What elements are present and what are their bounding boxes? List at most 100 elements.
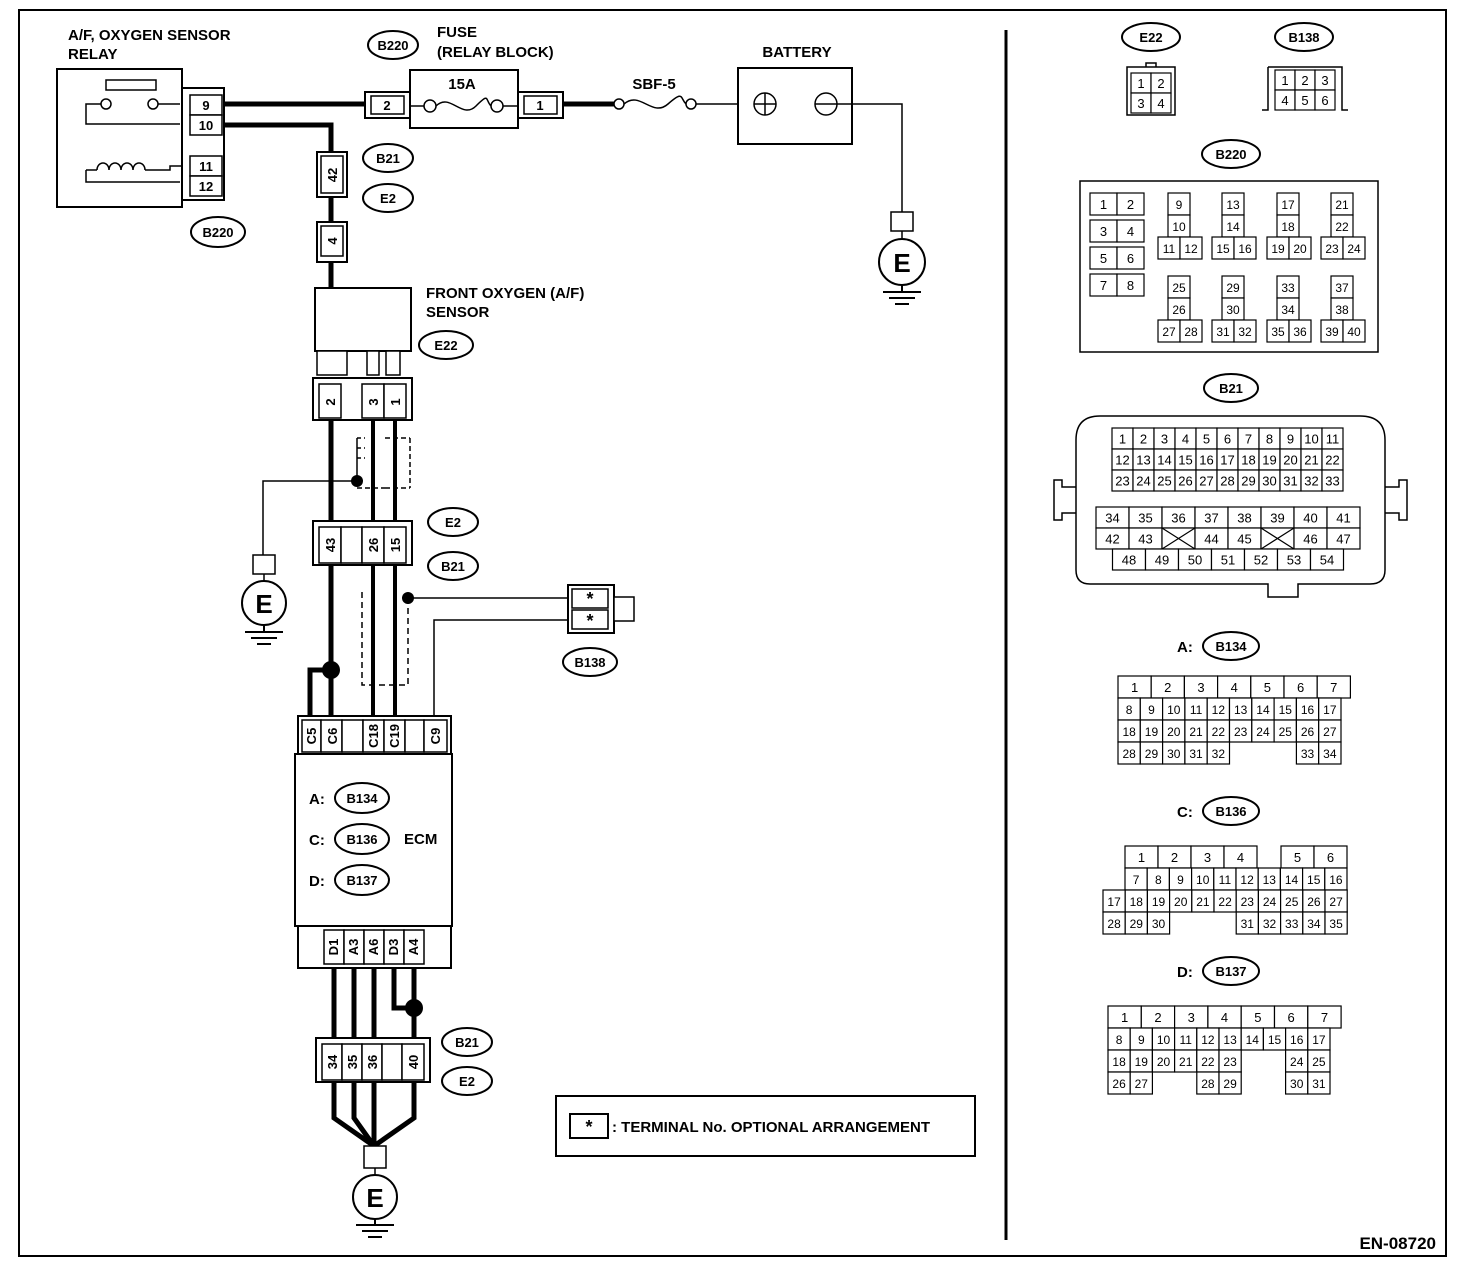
ground-pin: 40 — [406, 1055, 421, 1069]
b134-face-pin: 34 — [1318, 741, 1342, 765]
svg-text:15: 15 — [1268, 1033, 1282, 1047]
b134-face-pin: 28 — [1117, 741, 1141, 765]
b21-face-pin: 49 — [1144, 548, 1180, 571]
mid-pin: 15 — [388, 538, 403, 552]
b220-face-pin: 14 — [1221, 214, 1245, 238]
ground-label: E — [366, 1183, 383, 1213]
b220-face-pin: 25 — [1167, 275, 1191, 299]
b21-face-pin: 29 — [1237, 469, 1260, 492]
b21-face-pin: 39 — [1260, 506, 1295, 529]
b136-face-pin: 20 — [1168, 889, 1193, 913]
b21-face-pin: 33 — [1321, 469, 1344, 492]
b21-face-pin: 13 — [1132, 448, 1155, 471]
b136-face-pin: 27 — [1324, 889, 1348, 913]
b21-face-pin: 45 — [1227, 527, 1262, 550]
svg-text:32: 32 — [1263, 917, 1277, 931]
svg-text:13: 13 — [1136, 453, 1150, 468]
ecm-prefix-a: A: — [309, 791, 325, 808]
svg-text:28: 28 — [1201, 1077, 1215, 1091]
b134-face-pin: 5 — [1250, 675, 1285, 699]
b134-face-pin: 10 — [1161, 697, 1186, 721]
svg-text:20: 20 — [1167, 725, 1181, 739]
b134-face-pin: 1 — [1117, 675, 1152, 699]
svg-text:20: 20 — [1157, 1055, 1171, 1069]
svg-text:3: 3 — [1197, 680, 1204, 695]
svg-text:19: 19 — [1135, 1055, 1149, 1069]
fuse-rating: 15A — [448, 76, 476, 93]
b220-face-pin: 7 — [1089, 273, 1118, 297]
b136-face-pin: 34 — [1302, 911, 1326, 935]
ecm-top-pin: C6 — [325, 728, 340, 745]
b220-face-pin: 32 — [1233, 319, 1257, 343]
b21-face-pin: 2 — [1132, 427, 1155, 450]
svg-text:15: 15 — [1307, 873, 1321, 887]
battery-group: BATTERY — [737, 44, 903, 212]
b136-face-pin: 2 — [1157, 845, 1192, 869]
b220-face-pin: 13 — [1221, 192, 1245, 216]
svg-text:28: 28 — [1122, 747, 1136, 761]
b21-face-pin: 30 — [1258, 469, 1281, 492]
b134-face-pin: 21 — [1184, 719, 1208, 743]
joint-pin-42: 42 — [325, 168, 340, 182]
b134-face-pin: 16 — [1295, 697, 1320, 721]
legend-text: : TERMINAL No. OPTIONAL ARRANGEMENT — [612, 1119, 930, 1136]
b136-face-pin: 30 — [1146, 911, 1171, 935]
svg-text:11: 11 — [1219, 873, 1232, 887]
b220-face-pin: 27 — [1157, 319, 1181, 343]
b21-face-pin: 32 — [1300, 469, 1323, 492]
svg-text:7: 7 — [1133, 873, 1140, 887]
svg-text:54: 54 — [1320, 553, 1334, 568]
b220-face-pin: 16 — [1233, 236, 1257, 260]
svg-text:22: 22 — [1335, 220, 1349, 234]
svg-text:24: 24 — [1136, 474, 1150, 489]
b137-face-pin: 1 — [1107, 1005, 1142, 1029]
svg-text:12: 12 — [1115, 453, 1129, 468]
relay-label-line1: A/F, OXYGEN SENSOR — [68, 27, 231, 44]
svg-text:38: 38 — [1237, 511, 1251, 526]
svg-text:23: 23 — [1241, 895, 1255, 909]
svg-text:4: 4 — [1237, 850, 1244, 865]
svg-text:B137: B137 — [1215, 964, 1246, 979]
sensor-box — [314, 287, 412, 352]
svg-text:35: 35 — [1271, 325, 1285, 339]
b21-face-pin: 20 — [1279, 448, 1302, 471]
b220-face-pin: 20 — [1288, 236, 1312, 260]
b220-face-pin: 39 — [1320, 319, 1344, 343]
ecm-bottom-pin: D1 — [326, 939, 341, 956]
svg-text:21: 21 — [1189, 725, 1203, 739]
b220-face-pin: 6 — [1116, 246, 1145, 270]
svg-text:4: 4 — [1221, 1010, 1228, 1025]
svg-text:34: 34 — [1105, 511, 1119, 526]
sensor-pin: 3 — [366, 398, 381, 405]
svg-text:11: 11 — [1179, 1033, 1192, 1047]
svg-text:14: 14 — [1285, 873, 1299, 887]
b134-face-pin: 22 — [1206, 719, 1231, 743]
svg-text:48: 48 — [1122, 553, 1136, 568]
svg-text:E22: E22 — [434, 338, 457, 353]
svg-text:16: 16 — [1199, 453, 1213, 468]
tag-e2-b: E2 — [427, 507, 479, 537]
svg-text:13: 13 — [1234, 703, 1248, 717]
fuse-pin-right: 1 — [536, 98, 543, 113]
b134-face-pin: 6 — [1283, 675, 1318, 699]
b220-face-pin: 31 — [1211, 319, 1235, 343]
b134-face-pin: 12 — [1206, 697, 1231, 721]
svg-text:B138: B138 — [1288, 30, 1319, 45]
svg-text:1: 1 — [1281, 73, 1288, 88]
b134-face-pin: 24 — [1251, 719, 1275, 743]
b136-face-pin: 23 — [1235, 889, 1259, 913]
svg-text:B21: B21 — [455, 1035, 479, 1050]
ecm-bottom-pin: A3 — [346, 939, 361, 956]
ecm-top-pin: C18 — [366, 724, 381, 748]
svg-text:45: 45 — [1237, 532, 1251, 547]
svg-text:17: 17 — [1220, 453, 1234, 468]
b134-face-pin: 30 — [1161, 741, 1186, 765]
svg-text:14: 14 — [1256, 703, 1270, 717]
ecm-bottom-pin: D3 — [386, 939, 401, 956]
b134-face-pin: 4 — [1216, 675, 1252, 699]
svg-text:27: 27 — [1162, 325, 1176, 339]
svg-text:6: 6 — [1327, 850, 1334, 865]
svg-text:22: 22 — [1218, 895, 1232, 909]
svg-text:5: 5 — [1301, 93, 1308, 108]
svg-text:8: 8 — [1126, 703, 1133, 717]
